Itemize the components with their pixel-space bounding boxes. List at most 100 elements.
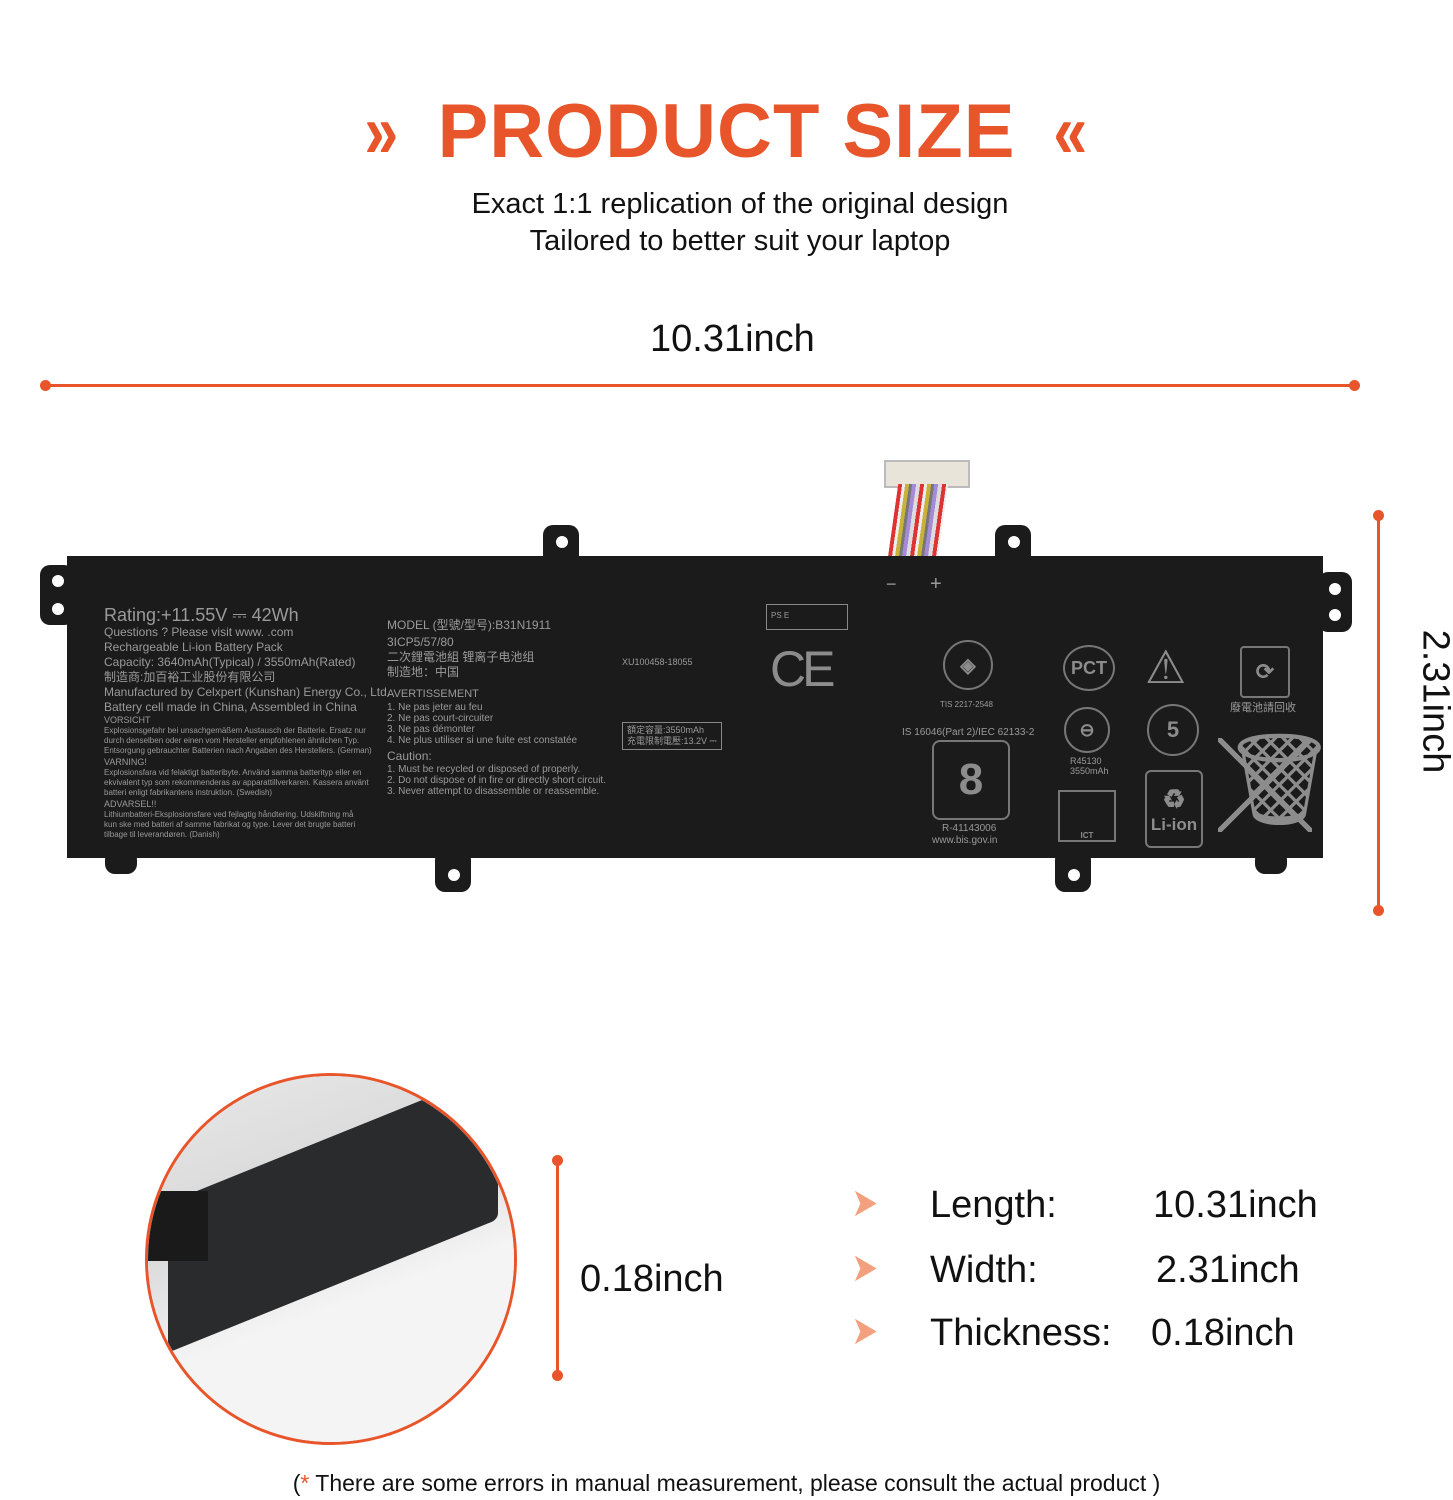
label-line: Battery cell made in China, Assembled in… xyxy=(104,700,357,714)
rating-text: Rating:+11.55V ⎓ 42Wh xyxy=(104,605,299,625)
tis-text: TIS 2217-2548 xyxy=(940,700,993,709)
li-ion-recycle-icon: ♻Li-ion xyxy=(1145,770,1203,848)
bis-cert-icon: 8 xyxy=(932,740,1010,820)
label-line: 額定容量:3550mAh xyxy=(627,725,705,735)
arrow-icon: ➤ xyxy=(851,1309,879,1353)
battery-body xyxy=(67,556,1323,858)
ce-mark: CE xyxy=(770,641,835,697)
mount-hole xyxy=(445,866,463,884)
ict-text: ICT xyxy=(1080,831,1094,840)
bis-number: R-41143006 xyxy=(942,823,997,834)
label-line: R45130 xyxy=(1070,756,1102,766)
ict-cert-icon: ICT xyxy=(1058,790,1116,842)
battery-label-left: Rating:+11.55V ⎓ 42Wh Questions ? Please… xyxy=(104,605,390,840)
label-line: Manufactured by Celxpert (Kunshan) Energ… xyxy=(104,685,391,699)
subtitle-line-2: Tailored to better suit your laptop xyxy=(529,225,951,257)
length-dimension-line xyxy=(45,384,1355,387)
pct-cert-icon: PCT xyxy=(1063,645,1115,691)
tis-cert-icon: ◈ xyxy=(943,640,993,690)
label-line: 1. Must be recycled or disposed of prope… xyxy=(387,763,581,775)
dimension-endpoint xyxy=(40,380,51,391)
footnote-paren: ( xyxy=(292,1470,301,1496)
subtitle-line-1: Exact 1:1 replication of the original de… xyxy=(471,188,1009,220)
footnote-star: * xyxy=(300,1470,310,1496)
spec-label: Width: xyxy=(930,1249,1038,1291)
mount-hole xyxy=(49,600,67,618)
cell-text: 3ICP5/57/80 xyxy=(387,635,454,649)
label-line: 2. Do not dispose of in fire or directly… xyxy=(387,774,606,786)
label-line: ADVARSEL!! xyxy=(104,799,157,809)
label-line: 3. Never attempt to disassemble or reass… xyxy=(387,785,600,797)
left-chevron-icon: « xyxy=(1053,89,1089,174)
capacity-box: 額定容量:3550mAh 充電限制電壓:13.2V ⎓ xyxy=(622,722,722,750)
label-line: 2. Ne pas court-circuiter xyxy=(387,712,494,724)
warning-icon: ⚠ xyxy=(1145,641,1187,693)
dimension-endpoint xyxy=(552,1370,563,1381)
width-dimension-line xyxy=(1377,516,1380,911)
thickness-closeup-image xyxy=(145,1073,517,1445)
thickness-dimension-label: 0.18inch xyxy=(580,1258,724,1300)
length-dimension-label: 10.31inch xyxy=(650,318,815,360)
footnote: (* There are some errors in manual measu… xyxy=(0,1470,1453,1497)
label-line: Rechargeable Li-ion Battery Pack xyxy=(104,640,283,654)
label-line: 3. Ne pas démonter xyxy=(387,723,475,735)
spec-label: Thickness: xyxy=(930,1312,1112,1354)
spec-value: 0.18inch xyxy=(1151,1312,1295,1354)
label-line: 制造地：中国 xyxy=(387,665,460,679)
is-standard-text: IS 16046(Part 2)/IEC 62133-2 xyxy=(902,727,1035,738)
mount-hole xyxy=(553,533,571,551)
li-ion-text: Li-ion xyxy=(1150,814,1198,834)
dimension-endpoint xyxy=(552,1155,563,1166)
mount-hole xyxy=(1326,580,1344,598)
width-dimension-label: 2.31inch xyxy=(1414,629,1453,774)
label-line: kun ske med batteri af samme fabrikat og… xyxy=(104,820,356,829)
arrow-icon: ➤ xyxy=(851,1246,879,1290)
wires xyxy=(887,484,949,558)
dimension-endpoint xyxy=(1373,905,1384,916)
label-line: Entsorgung gebrauchter Batterien nach An… xyxy=(104,746,372,755)
label-line: 二次鋰電池組 锂离子电池组 xyxy=(387,650,535,664)
label-line: Explosionsfara vid felaktigt batteribyte… xyxy=(104,768,362,777)
spec-label: Length: xyxy=(930,1184,1057,1226)
positive-terminal-mark: + xyxy=(930,573,942,595)
label-line: ekvivalent typ som rekommenderas av appa… xyxy=(104,778,369,787)
spec-value: 10.31inch xyxy=(1153,1184,1318,1226)
thickness-dimension-line xyxy=(556,1160,559,1376)
mount-hole xyxy=(1326,606,1344,624)
label-line: 1. Ne pas jeter au feu xyxy=(387,701,483,713)
battery-edge xyxy=(148,1191,208,1261)
label-line: batteri enligt fabrikantens instruktion.… xyxy=(104,788,273,797)
mount-hole xyxy=(49,572,67,590)
battery-label-middle: MODEL (型號/型号):B31N1911 3ICP5/57/80 二次鋰電池… xyxy=(387,618,606,797)
label-line: 制造商:加百裕工业股份有限公司 xyxy=(104,670,276,684)
label-line: 4. Ne plus utiliser si une fuite est con… xyxy=(387,734,578,746)
label-line: Explosionsgefahr bei unsachgemäßem Austa… xyxy=(104,726,366,735)
label-line: tilbage til leverandøren. (Danish) xyxy=(104,830,220,839)
right-chevron-icon: » xyxy=(364,89,400,174)
label-line: 3550mAh xyxy=(1070,766,1109,776)
label-line: Caution: xyxy=(387,748,432,763)
pse-mark: PS E xyxy=(771,611,790,620)
dimension-endpoint xyxy=(1373,510,1384,521)
bsmi-cert-icon: ⊖ xyxy=(1064,707,1110,753)
label-line: Lithiumbatteri-Eksplosionsfare ved fejla… xyxy=(104,810,354,819)
footnote-text: There are some errors in manual measurem… xyxy=(309,1470,1161,1496)
label-line: AVERTISSEMENT xyxy=(387,688,479,700)
bsmi-text: R45130 3550mAh xyxy=(1070,756,1109,776)
title-text: PRODUCT SIZE xyxy=(437,89,1016,174)
arrow-icon: ➤ xyxy=(851,1181,879,1225)
mount-hole xyxy=(1065,866,1083,884)
recycle-text: 廢電池請回收 xyxy=(1230,702,1296,714)
negative-terminal-mark: − xyxy=(886,574,897,594)
cert-code: XU100458-18055 xyxy=(622,657,693,667)
label-line: durch denselben oder einen vom Herstelle… xyxy=(104,736,360,745)
mount-hole xyxy=(1005,533,1023,551)
pse-box: PS E xyxy=(766,604,848,630)
label-line: Capacity: 3640mAh(Typical) / 3550mAh(Rat… xyxy=(104,655,356,669)
label-line: Questions ? Please visit www. .com xyxy=(104,625,294,639)
label-line: VORSICHT xyxy=(104,715,151,725)
model-text: MODEL (型號/型号):B31N1911 xyxy=(387,618,552,632)
recycle-number-icon: 5 xyxy=(1147,704,1199,756)
bis-site: www.bis.gov.in xyxy=(932,835,998,846)
label-line: 充電限制電壓:13.2V ⎓ xyxy=(627,736,717,746)
